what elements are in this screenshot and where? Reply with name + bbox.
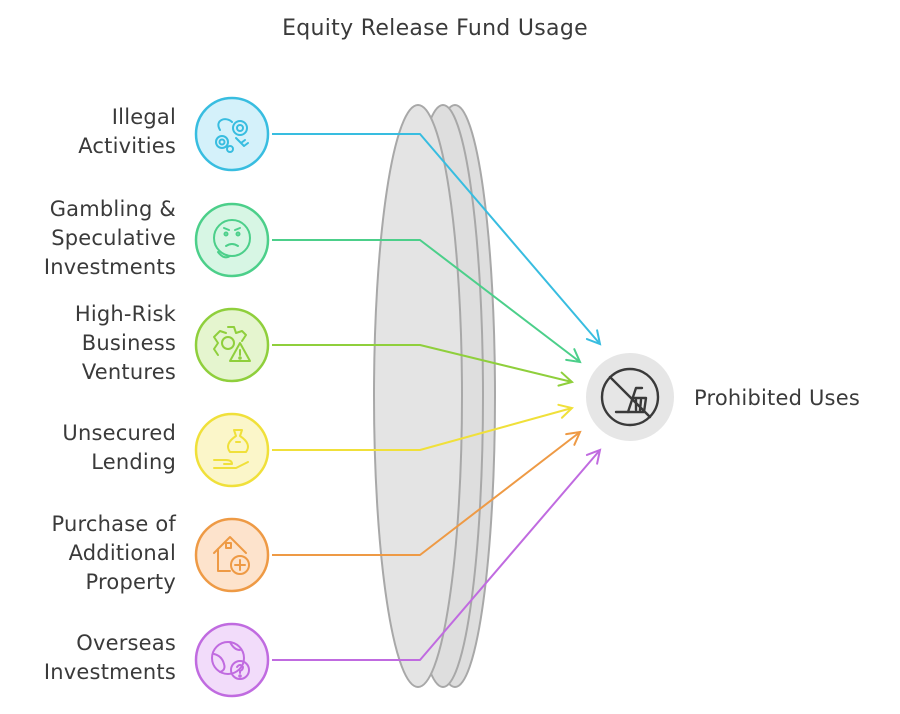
source-label-line: Purchase of [51, 511, 176, 536]
source-label-line: Overseas [76, 631, 176, 655]
source-label-line: Additional [68, 540, 176, 565]
diagram-title: Equity Release Fund Usage [282, 16, 588, 41]
arrowhead [565, 348, 582, 364]
arrowhead [585, 329, 602, 346]
source-label-line: Ventures [81, 359, 176, 384]
source-label-line: Gambling & [49, 196, 176, 221]
arrowhead [585, 448, 602, 465]
globe-question-icon [211, 641, 250, 680]
lens-shape [373, 104, 496, 688]
source-label-line: Investments [43, 254, 176, 279]
house-plus-icon [213, 536, 250, 575]
connector-arrow [272, 407, 573, 451]
source-label-line: Unsecured [62, 421, 176, 445]
gear-warning-icon [213, 326, 251, 362]
source-node [194, 202, 270, 278]
target-node [586, 353, 674, 441]
handcuffs-key-icon [215, 118, 249, 153]
connector-arrows [272, 133, 602, 661]
source-node [194, 412, 270, 488]
connector-arrow [272, 449, 601, 661]
worried-face-icon [213, 219, 251, 259]
arrowhead [565, 430, 582, 446]
source-label-line: Investments [43, 660, 176, 684]
source-nodes [194, 96, 270, 698]
source-label-line: High-Risk [74, 301, 176, 326]
source-node [194, 96, 270, 172]
source-label-line: Property [85, 569, 176, 594]
source-label-line: Speculative [51, 225, 176, 250]
connector-arrow [272, 133, 601, 345]
source-label-line: Lending [91, 450, 176, 474]
connector-arrow [272, 239, 581, 363]
connector-arrow [272, 344, 573, 383]
prohibited-shopping-icon [600, 367, 660, 427]
source-node [194, 517, 270, 593]
money-bag-hand-icon [213, 429, 249, 469]
source-label-line: Illegal [111, 105, 176, 129]
target-label: Prohibited Uses [694, 386, 860, 410]
arrowhead [557, 371, 575, 387]
arrowhead [557, 403, 575, 419]
source-node [194, 307, 270, 383]
connector-arrow [272, 431, 581, 556]
source-label-line: Business [81, 330, 176, 355]
source-label-line: Activities [78, 134, 176, 158]
source-node [194, 622, 270, 698]
